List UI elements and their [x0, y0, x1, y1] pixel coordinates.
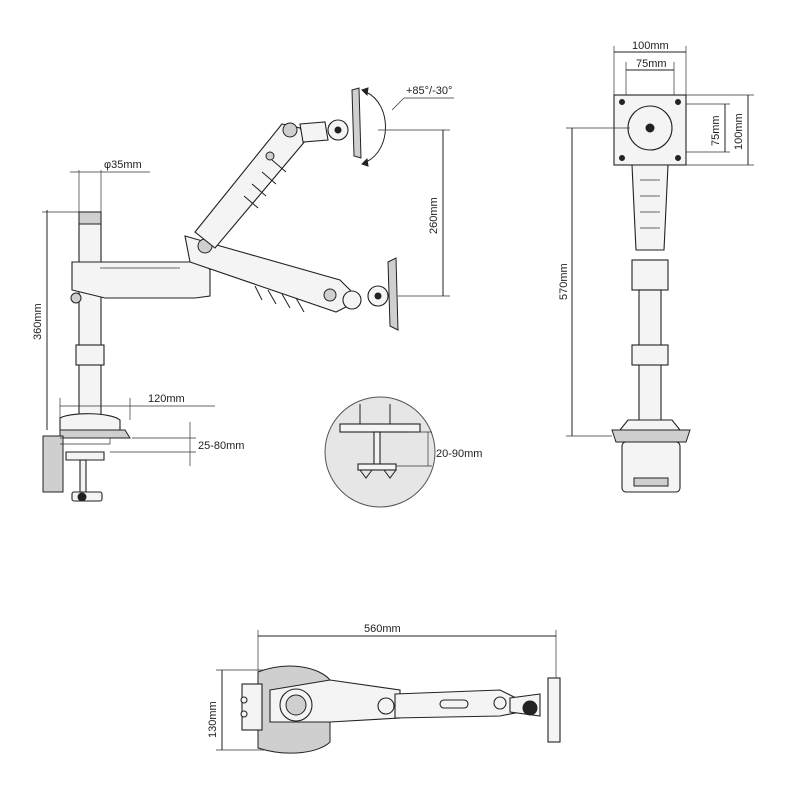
arm-height-range-label: 260mm	[428, 197, 440, 234]
base-depth-label: 130mm	[207, 701, 219, 738]
tilt-range-label: +85°/-30°	[406, 85, 452, 97]
top-view: 560mm 130mm	[207, 623, 561, 754]
total-length-label: 560mm	[364, 623, 401, 635]
grommet-range-label: 20-90mm	[436, 448, 482, 460]
arm-front	[631, 164, 669, 251]
grommet-plate	[339, 423, 421, 433]
clamp-top	[241, 683, 263, 731]
vesa-inner-v-label: 75mm	[710, 115, 722, 146]
upper-spring-arm	[194, 123, 307, 249]
clamp-screw	[79, 459, 87, 495]
pole	[78, 211, 102, 421]
pole-cap	[78, 211, 102, 225]
lower-tilt-joint	[342, 290, 362, 310]
grommet-detail: 20-90mm	[324, 396, 482, 508]
vesa-inner-label: 75mm	[636, 58, 667, 70]
clamp-jaw	[65, 451, 105, 461]
vesa-outer-label: 100mm	[632, 40, 669, 52]
vesa-plate-top	[547, 677, 561, 743]
base-foot	[59, 413, 121, 431]
lower-vesa-plate	[387, 257, 399, 331]
total-height-label: 570mm	[558, 263, 570, 300]
clamp-range-label: 25-80mm	[198, 440, 244, 452]
arm-reach-label: 120mm	[148, 393, 185, 405]
pole-knob	[70, 292, 82, 304]
vesa-outer-v-label: 100mm	[733, 113, 745, 150]
base-front	[611, 429, 691, 443]
clamp-body	[42, 435, 64, 493]
pole-collar	[75, 344, 105, 366]
arm-base-front	[631, 259, 669, 291]
tilt-arc	[365, 91, 386, 163]
arm-joint-upper	[282, 122, 298, 138]
grommet-wingnut	[357, 463, 397, 471]
pole-height-label: 360mm	[32, 303, 44, 340]
side-view: φ35mm 360mm 120mm 25-80mm +85°/-30° 260m…	[32, 85, 454, 502]
front-view: 100mm 75mm 75mm 100mm 570mm	[558, 40, 754, 493]
base-plate	[59, 429, 131, 439]
upper-vesa-plate	[351, 87, 362, 159]
base-arm-bracket	[71, 261, 211, 299]
pole-diameter-label: φ35mm	[104, 159, 142, 171]
clamp-handle	[71, 491, 103, 502]
